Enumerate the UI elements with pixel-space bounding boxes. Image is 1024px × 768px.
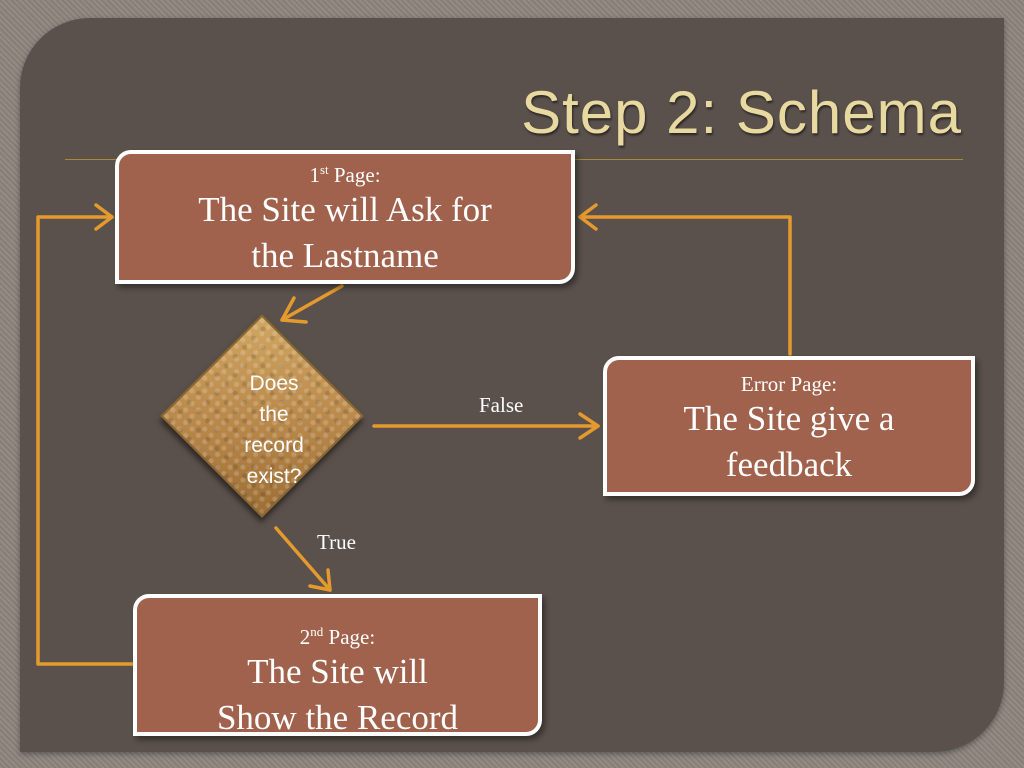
second-page-line1: The Site will — [247, 652, 428, 691]
arrow-error-to-page1 — [578, 215, 792, 356]
second-page-heading-text: Page: — [323, 625, 376, 649]
first-page-heading-number: 1 — [309, 163, 320, 187]
first-page-line2: the Lastname — [251, 236, 439, 275]
first-page-node: 1st Page: The Site will Ask for the Last… — [115, 150, 575, 284]
second-page-heading: 2nd Page: — [137, 620, 538, 649]
first-page-heading-sup: st — [319, 162, 329, 177]
second-page-heading-sup: nd — [310, 624, 324, 639]
false-edge-label: False — [479, 393, 524, 417]
error-page-line1: The Site give a — [683, 399, 895, 438]
second-page-line2: Show the Record — [216, 698, 459, 737]
true-edge-label: True — [317, 530, 356, 554]
decision-line: Does — [249, 372, 299, 395]
second-page-heading-number: 2 — [299, 625, 311, 649]
arrow-page2-to-page1 — [36, 215, 135, 666]
error-page-node: Error Page: The Site give a feedback — [603, 356, 975, 496]
arrowhead-page1-to-decision — [280, 296, 308, 324]
arrow-page1-to-decision — [280, 284, 344, 322]
arrowhead-decision-to-error — [578, 412, 600, 440]
arrowhead-page2-to-page1 — [94, 203, 114, 231]
first-page-heading-text: Page: — [328, 163, 381, 187]
first-page-heading: 1st Page: — [119, 158, 571, 187]
error-page-line2: feedback — [725, 445, 853, 484]
decision-label: Does the record exist? — [214, 368, 334, 492]
first-page-line1: The Site will Ask for — [198, 190, 492, 229]
decision-line: the — [259, 403, 289, 426]
arrow-decision-to-page2 — [274, 526, 332, 592]
decision-line: record — [244, 434, 304, 457]
decision-line: exist? — [246, 465, 302, 488]
second-page-node: 2nd Page: The Site will Show the Record — [133, 594, 542, 737]
slide-title: Step 2: Schema — [521, 79, 962, 146]
error-page-heading: Error Page: — [740, 372, 838, 396]
arrowhead-decision-to-page2 — [308, 568, 332, 592]
arrowhead-error-to-page1 — [578, 203, 598, 231]
